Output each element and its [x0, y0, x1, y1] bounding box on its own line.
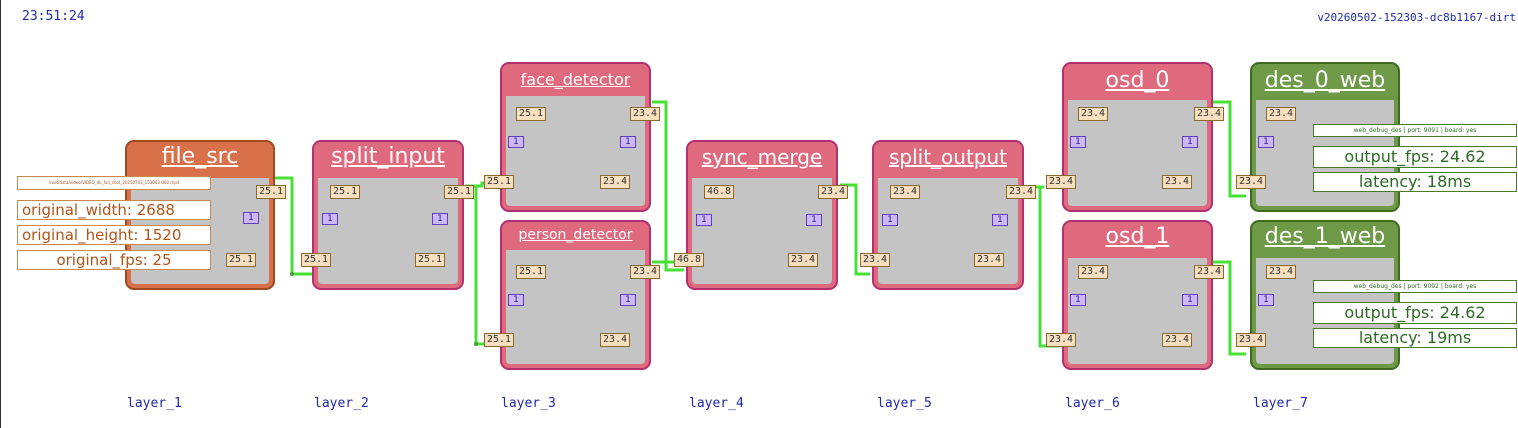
edge-split-output-osd1	[1024, 185, 1060, 348]
original-height: original_height: 1520	[17, 225, 211, 245]
node-title: sync_merge	[701, 145, 823, 169]
fps-tag-inner: 23.4	[1078, 107, 1109, 121]
node-title: person_detector	[518, 227, 633, 243]
layer-label: layer_3	[501, 396, 556, 411]
queue-badge: 1	[1070, 136, 1086, 148]
des1-meta: web_debug_des | port: 9092 | board: yes	[1313, 280, 1517, 293]
node-title: des_1_web	[1264, 224, 1386, 249]
queue-badge: 1	[1182, 136, 1198, 148]
fps-tag-inner: 23.4	[1162, 175, 1193, 189]
fps-tag-in: 25.1	[484, 175, 515, 189]
queue-badge: 1	[508, 136, 524, 148]
fps-tag-inner: 23.4	[1266, 107, 1297, 121]
node-title: face_detector	[520, 70, 631, 89]
fps-tag-in: 23.4	[1236, 175, 1267, 189]
layer-label: layer_4	[689, 396, 744, 411]
queue-badge: 1	[1258, 294, 1274, 306]
fps-tag-inner: 25.1	[516, 265, 547, 279]
node-title: osd_1	[1105, 224, 1170, 249]
edge-dot	[474, 342, 478, 346]
des0-latency: latency: 18ms	[1313, 172, 1517, 192]
queue-badge: 1	[1070, 294, 1086, 306]
fps-tag-out: 25.1	[444, 185, 475, 199]
node-title: file_src	[161, 144, 239, 169]
timestamp: 23:51:24	[22, 9, 85, 24]
fps-tag-port: 25.1	[226, 253, 257, 267]
layer-label: layer_2	[314, 396, 369, 411]
edge-split-input-person	[465, 184, 498, 346]
fps-tag-inner: 23.4	[1162, 333, 1193, 347]
node-osd-1[interactable]: osd_1	[1062, 220, 1213, 370]
des1-latency: latency: 19ms	[1313, 328, 1517, 348]
node-title: osd_0	[1105, 68, 1170, 93]
node-title: split_input	[331, 144, 445, 169]
fps-tag-inner: 25.1	[415, 253, 446, 267]
des0-meta: web_debug_des | port: 9091 | board: yes	[1313, 124, 1517, 137]
original-width: original_width: 2688	[17, 200, 211, 220]
queue-badge: 1	[432, 213, 448, 225]
edge-osd0-des0	[1212, 100, 1246, 198]
fps-tag-in: 23.4	[860, 253, 891, 267]
fps-tag-out: 23.4	[1194, 265, 1225, 279]
queue-badge: 1	[882, 214, 898, 226]
edge-file-src-split-input	[274, 176, 312, 276]
queue-badge: 1	[992, 214, 1008, 226]
original-fps: original_fps: 25	[17, 250, 211, 270]
fps-tag-inner: 23.4	[890, 185, 921, 199]
fps-tag-out: 23.4	[1006, 185, 1037, 199]
layer-label: layer_7	[1253, 396, 1308, 411]
queue-badge: 1	[696, 214, 712, 226]
fps-tag-inner: 23.4	[788, 253, 819, 267]
fps-tag-in: 23.4	[1046, 333, 1077, 347]
fps-tag-inner: 23.4	[600, 175, 631, 189]
des1-output-fps: output_fps: 24.62	[1313, 302, 1517, 324]
queue-badge: 1	[806, 214, 822, 226]
left-border	[0, 0, 1, 428]
fps-tag-in: 46.8	[674, 253, 705, 267]
version-label: v20260502-152303-dc8b1167-dirt	[1317, 11, 1516, 24]
edge-dot	[290, 272, 294, 276]
edge-osd1-des1	[1212, 260, 1246, 356]
fps-tag-out: 23.4	[630, 107, 661, 121]
queue-badge: 1	[243, 212, 259, 224]
fps-tag-in: 23.4	[1236, 333, 1267, 347]
fps-tag-in: 25.1	[484, 333, 515, 347]
node-title: split_output	[888, 145, 1008, 169]
fps-tag-inner: 23.4	[974, 253, 1005, 267]
fps-tag-out: 23.4	[818, 185, 849, 199]
layer-label: layer_5	[877, 396, 932, 411]
queue-badge: 1	[322, 213, 338, 225]
queue-badge: 1	[1258, 136, 1274, 148]
queue-badge: 1	[508, 294, 524, 306]
source-path: /root/data/video/VIDEO_4k_fall_shot_2025…	[17, 176, 211, 190]
fps-tag-inner: 25.1	[516, 107, 547, 121]
queue-badge: 1	[620, 136, 636, 148]
fps-tag-inner: 25.1	[330, 185, 361, 199]
queue-badge: 1	[620, 294, 636, 306]
queue-badge: 1	[1182, 294, 1198, 306]
fps-tag-out: 23.4	[630, 265, 661, 279]
fps-tag-out: 23.4	[1194, 107, 1225, 121]
fps-tag-inner: 23.4	[600, 333, 631, 347]
fps-tag-inner: 46.8	[704, 185, 735, 199]
layer-label: layer_6	[1065, 396, 1120, 411]
fps-tag-inner: 23.4	[1266, 265, 1297, 279]
des0-output-fps: output_fps: 24.62	[1313, 146, 1517, 168]
fps-tag-in: 23.4	[1046, 175, 1077, 189]
layer-label: layer_1	[127, 396, 182, 411]
fps-tag-in: 25.1	[301, 253, 332, 267]
fps-tag-inner: 23.4	[1078, 265, 1109, 279]
node-title: des_0_web	[1264, 68, 1386, 93]
edge-face-sync	[652, 100, 684, 272]
fps-tag-out: 25.1	[256, 185, 287, 199]
